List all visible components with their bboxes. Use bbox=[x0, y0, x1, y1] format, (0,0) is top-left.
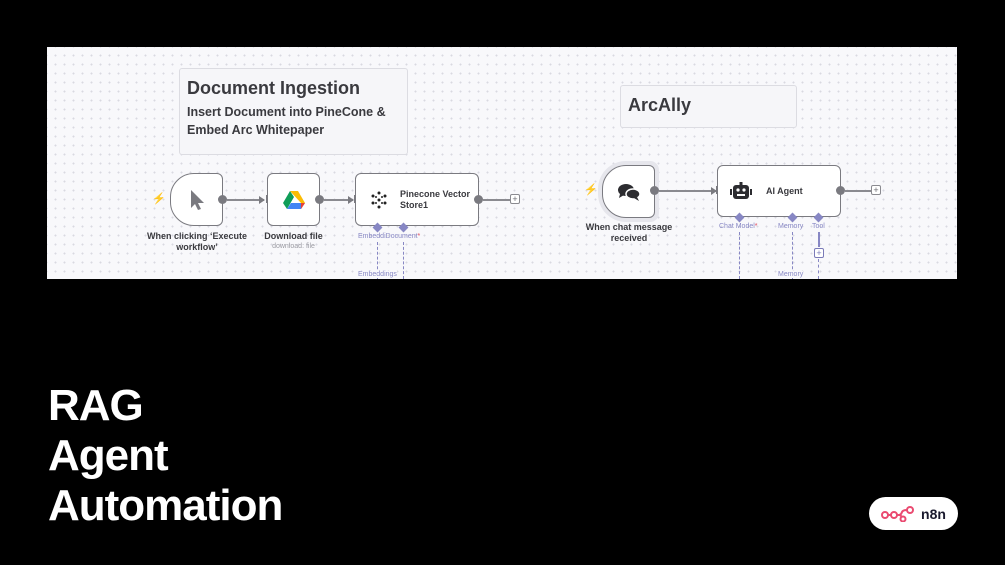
node-title: Pinecone Vector Store1 bbox=[400, 188, 471, 210]
cursor-icon bbox=[190, 189, 204, 210]
sticky-body-line: Embed Arc Whitepaper bbox=[187, 123, 325, 137]
connection-arrow bbox=[259, 196, 265, 204]
input-label: EmbeddiDocument* bbox=[358, 233, 421, 240]
dashed-connector bbox=[377, 242, 378, 279]
robot-icon bbox=[730, 182, 752, 199]
output-handle[interactable] bbox=[474, 195, 483, 204]
connection[interactable] bbox=[324, 199, 353, 201]
node-chat-trigger[interactable] bbox=[602, 165, 655, 218]
node-label: When chat message received bbox=[585, 222, 673, 243]
node-download-file[interactable] bbox=[267, 173, 320, 226]
trigger-bolt-icon: ⚡ bbox=[584, 184, 598, 196]
brand-name: n8n bbox=[921, 505, 946, 522]
add-node-button[interactable]: + bbox=[871, 185, 881, 195]
dashed-connector bbox=[818, 259, 819, 279]
connection-arrow bbox=[711, 187, 717, 195]
add-node-button[interactable]: + bbox=[510, 194, 520, 204]
node-label: When clicking ‘Execute workflow’ bbox=[146, 231, 248, 252]
pinecone-icon bbox=[371, 191, 387, 208]
node-subtitle: download: file bbox=[272, 243, 315, 250]
n8n-brand-badge: n8n bbox=[869, 497, 958, 530]
output-handle[interactable] bbox=[218, 195, 227, 204]
headline-line: Agent bbox=[48, 431, 169, 480]
n8n-logo-icon bbox=[881, 505, 915, 522]
sticky-title: Document Ingestion bbox=[187, 78, 361, 98]
sticky-note-document-ingestion[interactable]: Document Ingestion Insert Document into … bbox=[179, 68, 408, 155]
input-label-chat-model: Chat Model* bbox=[719, 223, 758, 230]
dashed-connector bbox=[739, 232, 740, 279]
input-label-memory: Memory bbox=[778, 223, 804, 230]
node-label: Download file bbox=[264, 231, 323, 241]
headline-line: RAG bbox=[48, 381, 144, 430]
google-drive-icon bbox=[282, 190, 305, 209]
dashed-connector bbox=[792, 232, 793, 279]
trigger-bolt-icon: ⚡ bbox=[152, 193, 166, 205]
sticky-body-line: Insert Document into PineCone & bbox=[187, 105, 386, 119]
sticky-note-arcally[interactable]: ArcAlly bbox=[620, 85, 797, 128]
output-handle[interactable] bbox=[650, 186, 659, 195]
add-tool-button[interactable]: + bbox=[814, 248, 824, 258]
connection[interactable] bbox=[845, 190, 871, 192]
input-label-tool: Tool bbox=[812, 223, 825, 230]
node-pinecone-vector-store[interactable]: Pinecone Vector Store1 bbox=[355, 173, 479, 226]
output-handle[interactable] bbox=[315, 195, 324, 204]
dashed-connector bbox=[403, 242, 404, 279]
connection[interactable] bbox=[483, 199, 510, 201]
dangling-input-label: Memory bbox=[778, 271, 804, 278]
connection-arrow bbox=[348, 196, 354, 204]
connection[interactable] bbox=[227, 199, 264, 201]
node-title: AI Agent bbox=[766, 186, 803, 196]
tool-connector bbox=[818, 232, 820, 247]
workflow-canvas[interactable]: Document Ingestion Insert Document into … bbox=[47, 47, 957, 279]
sticky-title: ArcAlly bbox=[628, 95, 692, 115]
output-handle[interactable] bbox=[836, 186, 845, 195]
headline-line: Automation bbox=[48, 481, 283, 530]
dangling-input-label: Embeddings bbox=[358, 271, 397, 278]
connection[interactable] bbox=[659, 190, 716, 192]
node-manual-trigger[interactable] bbox=[170, 173, 223, 226]
node-ai-agent[interactable]: AI Agent bbox=[717, 165, 841, 217]
chat-bubbles-icon bbox=[617, 183, 641, 201]
